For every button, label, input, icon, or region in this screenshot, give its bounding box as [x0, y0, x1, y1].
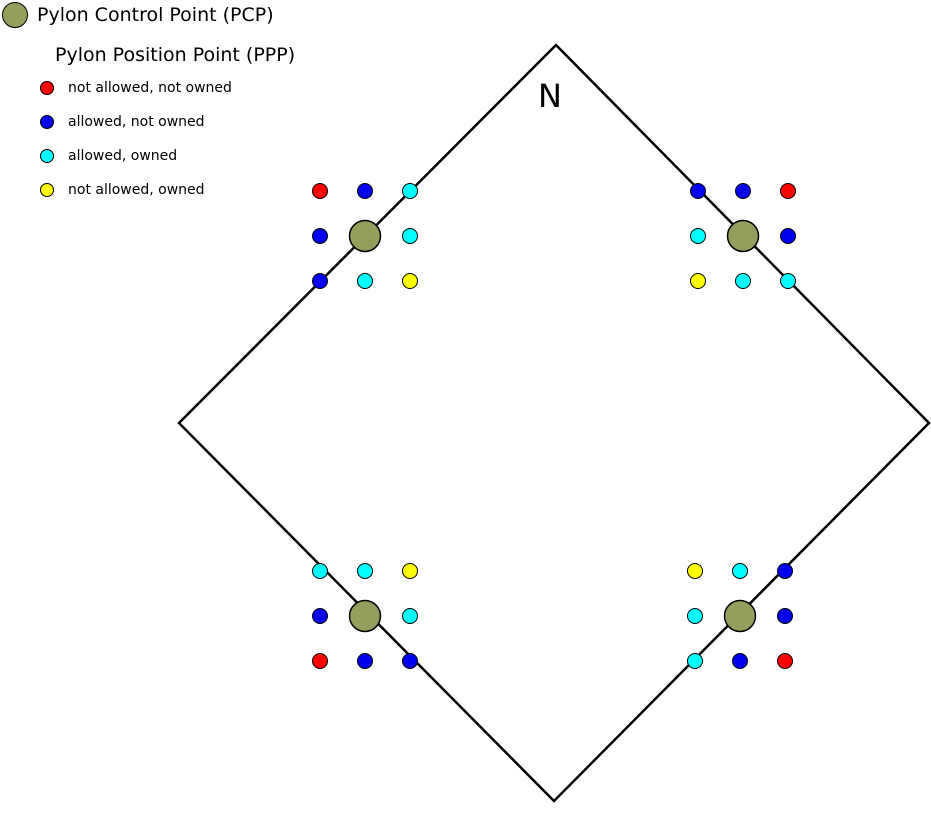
ppp-dot-blue	[780, 228, 796, 244]
legend-item-label: not allowed, not owned	[68, 80, 232, 96]
red-dot-icon	[40, 81, 54, 95]
ppp-dot-cyan	[690, 228, 706, 244]
pcp-marker	[348, 219, 382, 253]
south-east-pylon	[687, 563, 793, 669]
ppp-dot-cyan	[780, 273, 796, 289]
south-west-pylon	[312, 563, 418, 669]
pcp-marker	[723, 599, 757, 633]
ppp-dot-yellow	[402, 273, 418, 289]
ppp-dot-cyan	[402, 228, 418, 244]
ppp-dot-cyan	[732, 563, 748, 579]
ppp-dot-cyan	[402, 608, 418, 624]
legend: Pylon Control Point (PCP) Pylon Position…	[0, 0, 295, 216]
ppp-dot-cyan	[687, 653, 703, 669]
legend-item-allowed-not-owned: allowed, not owned	[40, 114, 295, 130]
legend-item-not-allowed-not-owned: not allowed, not owned	[40, 80, 295, 96]
ppp-dot-blue	[357, 653, 373, 669]
ppp-dot-blue	[402, 653, 418, 669]
legend-item-label: allowed, not owned	[68, 114, 205, 130]
ppp-dot-red	[312, 653, 328, 669]
cyan-dot-icon	[40, 149, 54, 163]
ppp-dot-yellow	[687, 563, 703, 579]
legend-item-label: not allowed, owned	[68, 182, 205, 198]
ppp-dot-red	[312, 183, 328, 199]
ppp-dot-cyan	[357, 273, 373, 289]
ppp-legend-title: Pylon Position Point (PPP)	[55, 44, 296, 66]
pcp-marker	[348, 599, 382, 633]
legend-item-allowed-owned: allowed, owned	[40, 148, 295, 164]
blue-dot-icon	[40, 115, 54, 129]
pcp-marker	[726, 219, 760, 253]
ppp-dot-blue	[777, 608, 793, 624]
ppp-dot-blue	[690, 183, 706, 199]
ppp-dot-cyan	[357, 563, 373, 579]
ppp-dot-cyan	[735, 273, 751, 289]
ppp-dot-blue	[312, 608, 328, 624]
ppp-dot-blue	[732, 653, 748, 669]
ppp-dot-cyan	[312, 563, 328, 579]
ppp-dot-blue	[312, 273, 328, 289]
ppp-dot-red	[780, 183, 796, 199]
ppp-dot-yellow	[690, 273, 706, 289]
north-west-pylon	[312, 183, 418, 289]
ppp-dot-cyan	[687, 608, 703, 624]
ppp-dot-blue	[777, 563, 793, 579]
north-label: N	[538, 77, 562, 115]
pcp-legend-label: Pylon Control Point (PCP)	[37, 4, 274, 26]
ppp-dot-blue	[312, 228, 328, 244]
ppp-dot-yellow	[402, 563, 418, 579]
yellow-dot-icon	[40, 183, 54, 197]
ppp-legend-items: not allowed, not owned allowed, not owne…	[40, 80, 295, 198]
ppp-dot-blue	[735, 183, 751, 199]
ppp-dot-blue	[357, 183, 373, 199]
pcp-legend-row: Pylon Control Point (PCP)	[0, 0, 295, 28]
ppp-dot-red	[777, 653, 793, 669]
pcp-legend-swatch-icon	[2, 2, 28, 28]
legend-item-label: allowed, owned	[68, 148, 178, 164]
course-boundary-diamond	[177, 43, 931, 803]
north-east-pylon	[690, 183, 796, 289]
legend-item-not-allowed-owned: not allowed, owned	[40, 182, 295, 198]
ppp-dot-cyan	[402, 183, 418, 199]
